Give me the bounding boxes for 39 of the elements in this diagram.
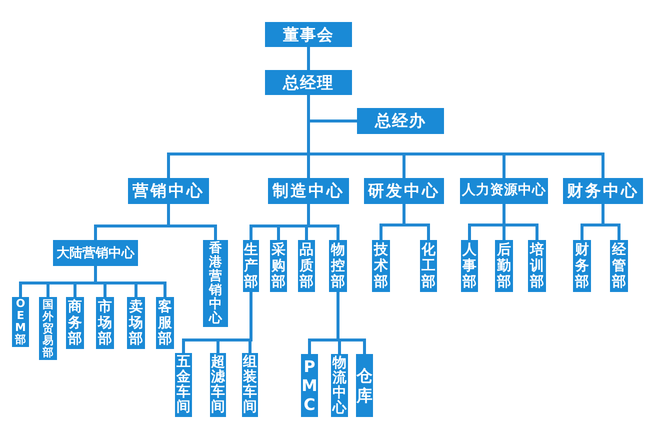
connector-line [307, 202, 340, 242]
org-box: 国外贸易部 [39, 297, 57, 360]
org-box: 超滤车间 [210, 353, 226, 417]
org-box: 技术部 [372, 240, 390, 292]
org-box: 财务部 [573, 240, 591, 292]
org-box: 大陆营销中心 [53, 240, 138, 266]
org-box: 总经理 [265, 70, 352, 95]
org-box: 组装车间 [242, 353, 258, 417]
org-box: 董事会 [265, 22, 352, 47]
org-box: 品质部 [298, 240, 315, 292]
org-box: 物控部 [329, 240, 347, 292]
org-box: 化工部 [420, 240, 437, 292]
org-box: 研发中心 [364, 178, 444, 204]
org-box: 后勤部 [495, 240, 513, 292]
connector-line [402, 202, 430, 242]
connector-line [602, 202, 620, 242]
org-box: 卖场部 [127, 297, 145, 349]
org-box: 商务部 [66, 297, 84, 349]
connector-line [167, 202, 217, 242]
connector-line [307, 46, 310, 72]
org-box: 五金车间 [175, 353, 192, 417]
org-box: 市场部 [96, 297, 114, 349]
connector-line [502, 202, 538, 242]
org-box: 人力资源中心 [460, 178, 548, 204]
org-box: 总经办 [357, 108, 444, 134]
org-box: 客服部 [156, 297, 174, 349]
org-box: 仓库 [356, 354, 373, 417]
org-box: 营销中心 [128, 178, 209, 204]
org-box: 经管部 [610, 240, 628, 292]
org-box: 生产部 [243, 240, 259, 292]
org-box: 培训部 [528, 240, 546, 292]
org-box: 香港营销中心 [203, 240, 228, 327]
org-box: OEM部 [12, 297, 29, 347]
org-box: 物流中心 [331, 354, 348, 417]
org-box: PMC [301, 354, 318, 417]
org-box: 人事部 [461, 240, 478, 292]
org-box: 采购部 [270, 240, 287, 292]
org-box: 制造中心 [268, 178, 349, 204]
org-box: 财务中心 [563, 178, 643, 204]
